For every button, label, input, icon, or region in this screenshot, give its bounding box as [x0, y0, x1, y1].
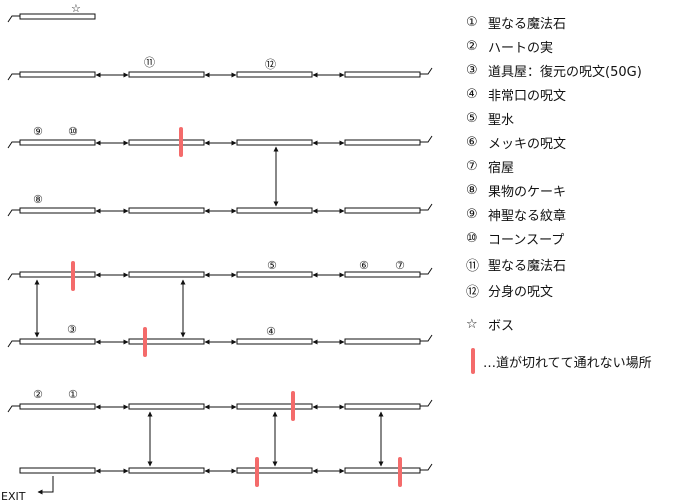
floor-row-3	[7, 203, 433, 217]
legend-text: メッキの呪文	[488, 136, 567, 152]
legend-item: ⑨ 神聖なる紋章	[466, 204, 566, 224]
legend-symbol: ⑤	[466, 110, 478, 126]
legend-item: ⑩ コーンスープ	[466, 228, 564, 248]
legend-text: 神聖なる紋章	[488, 208, 567, 224]
legend-item: ⑪ 聖なる魔法石	[466, 254, 566, 274]
legend-item: ③ 道具屋：復元の呪文(50G)	[466, 60, 642, 80]
legend-item: ⑤ 聖水	[466, 108, 514, 128]
floor-row-4	[7, 261, 433, 291]
legend-text: 聖なる魔法石	[488, 258, 567, 274]
mark-6: ⑥	[359, 259, 369, 272]
legend-symbol: ①	[466, 14, 478, 30]
legend-blocked: …道が切れてて通れない場所	[466, 346, 652, 376]
star-icon: ☆	[466, 316, 478, 332]
mark-1: ①	[68, 388, 78, 401]
blocked-mark	[291, 391, 295, 421]
mark-12: ⑫	[265, 58, 276, 71]
legend-text: 道具屋：復元の呪文(50G)	[488, 64, 642, 80]
floor-row-7	[19, 457, 433, 487]
blocked-mark	[71, 261, 75, 291]
mark-5: ⑤	[267, 259, 277, 272]
legend-symbol: ⑦	[466, 158, 478, 174]
mark-8: ⑧	[33, 193, 43, 206]
legend-item: ⑧ 果物のケーキ	[466, 180, 566, 200]
floor-row-2	[7, 127, 433, 157]
legend-item: ⑥ メッキの呪文	[466, 132, 566, 152]
legend-symbol: ③	[466, 62, 478, 78]
legend-text: 宿屋	[488, 160, 515, 176]
legend-text: 果物のケーキ	[488, 184, 567, 200]
legend-symbol: ⑩	[466, 230, 478, 246]
legend-item: ⑫ 分身の呪文	[466, 280, 553, 300]
legend-symbol: ⑧	[466, 182, 478, 198]
blocked-mark	[398, 457, 402, 487]
legend-text: コーンスープ	[488, 232, 565, 248]
mark-4: ④	[266, 325, 276, 338]
mark-11: ⑪	[144, 56, 155, 69]
boss-platform	[7, 13, 96, 23]
legend-item: ② ハートの実	[466, 36, 553, 56]
legend-symbol: ⑥	[466, 134, 478, 150]
legend-symbol: ④	[466, 86, 478, 102]
mark-10: ⑩	[68, 125, 78, 138]
legend-text: ボス	[488, 318, 515, 334]
blocked-mark	[179, 127, 183, 157]
legend-text: ハートの実	[488, 40, 554, 56]
legend-text: 非常口の呪文	[488, 88, 567, 104]
legend-symbol: ⑪	[466, 258, 480, 274]
blocked-swatch-icon	[471, 348, 475, 374]
floor-map: ☆ ⑪ ⑫ ⑨ ⑩ ⑧	[1, 2, 433, 503]
blocked-mark	[143, 327, 147, 357]
legend-text: 聖なる魔法石	[488, 16, 567, 32]
legend-text: …道が切れてて通れない場所	[483, 355, 652, 371]
exit-arrow	[37, 476, 54, 495]
legend-boss: ☆ ボス	[466, 314, 514, 334]
legend-item: ④ 非常口の呪文	[466, 84, 566, 104]
legend-symbol: ⑫	[466, 284, 480, 300]
floor-row-1	[7, 67, 433, 81]
legend-symbol: ②	[466, 38, 478, 54]
legend-item: ① 聖なる魔法石	[466, 12, 566, 32]
floor-row-5	[7, 327, 433, 357]
legend-text: 分身の呪文	[488, 284, 554, 300]
boss-star-icon: ☆	[71, 2, 81, 15]
floor-row-6	[7, 391, 433, 421]
blocked-mark	[255, 457, 259, 487]
exit-label: EXIT	[1, 490, 26, 503]
legend-symbol: ⑨	[466, 206, 478, 222]
mark-7: ⑦	[395, 259, 405, 272]
mark-9: ⑨	[33, 125, 43, 138]
mark-3: ③	[67, 323, 77, 336]
mark-2: ②	[33, 388, 43, 401]
legend-text: 聖水	[488, 112, 515, 128]
legend-item: ⑦ 宿屋	[466, 156, 514, 176]
